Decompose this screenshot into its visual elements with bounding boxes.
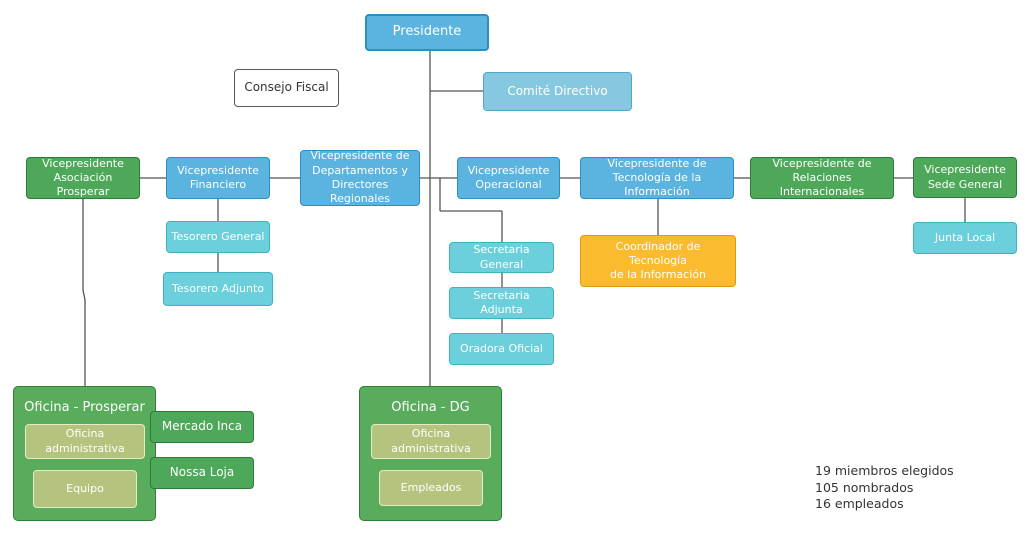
president-box[interactable]: Presidente xyxy=(365,14,489,51)
stats-elegidos: 19 miembros elegidos xyxy=(815,463,954,478)
stats-nombrados: 105 nombrados xyxy=(815,479,914,495)
tesorero-general-box[interactable]: Tesorero General xyxy=(166,221,270,253)
stats-note: 19 miembros elegidos 105 nombrados 16 em… xyxy=(815,463,954,513)
oradora-oficial-box[interactable]: Oradora Oficial xyxy=(449,333,554,365)
oficina-dg-title: Oficina - DG xyxy=(391,400,470,415)
consejo-fiscal-label: Consejo Fiscal xyxy=(244,80,329,95)
nossa-loja-box[interactable]: Nossa Loja xyxy=(150,457,254,489)
mercado-inca-label: Mercado Inca xyxy=(161,419,243,434)
oficina-prosperar-title: Oficina - Prosperar xyxy=(24,400,145,415)
oficina-dg-container[interactable]: Oficina - DG Oficina administrativa Empl… xyxy=(359,386,502,521)
oficina-dg-administrativa[interactable]: Oficina administrativa xyxy=(371,424,491,459)
oficina-dg-empleados[interactable]: Empleados xyxy=(379,470,483,506)
comite-directivo-box[interactable]: Comité Directivo xyxy=(483,72,632,111)
stats-empleados: 16 empleados xyxy=(815,496,904,511)
tesorero-adjunto-label: Tesorero Adjunto xyxy=(172,281,264,295)
junta-local-label: Junta Local xyxy=(934,230,996,244)
secretaria-adjunta-label: Secretaria Adjunta xyxy=(473,288,530,316)
tesorero-general-label: Tesorero General xyxy=(171,229,265,243)
mercado-inca-box[interactable]: Mercado Inca xyxy=(150,411,254,443)
junta-local-box[interactable]: Junta Local xyxy=(913,222,1017,254)
president-label: Presidente xyxy=(392,24,462,40)
secretaria-adjunta-box[interactable]: Secretaria Adjunta xyxy=(449,287,554,319)
comite-directivo-label: Comité Directivo xyxy=(507,83,608,98)
oradora-oficial-label: Oradora Oficial xyxy=(460,341,543,355)
oficina-prosperar-administrativa[interactable]: Oficina administrativa xyxy=(25,424,145,459)
secretaria-general-label: Secretaria General xyxy=(473,243,530,271)
consejo-fiscal-box[interactable]: Consejo Fiscal xyxy=(234,69,339,107)
oficina-prosperar-container[interactable]: Oficina - Prosperar Oficina administrati… xyxy=(13,386,156,521)
secretaria-general-box[interactable]: Secretaria General xyxy=(449,242,554,273)
oficina-prosperar-equipo[interactable]: Equipo xyxy=(33,470,137,508)
tesorero-adjunto-box[interactable]: Tesorero Adjunto xyxy=(163,272,273,306)
nossa-loja-label: Nossa Loja xyxy=(169,465,235,480)
